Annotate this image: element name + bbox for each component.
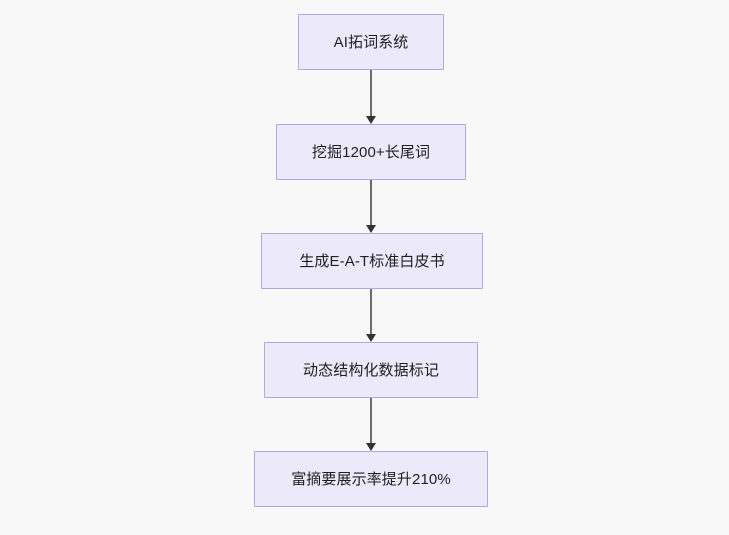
flowchart-node-1-label: AI拓词系统 [333, 33, 409, 51]
flowchart-node-3[interactable]: 生成E-A-T标准白皮书 [261, 233, 483, 289]
flowchart-node-2-label: 挖掘1200+长尾词 [311, 143, 431, 161]
edge-line [370, 398, 372, 444]
arrow-down-icon [366, 443, 376, 451]
flowchart-edge-1 [363, 70, 379, 124]
arrow-down-icon [366, 334, 376, 342]
arrow-down-icon [366, 225, 376, 233]
flowchart-edge-4 [363, 398, 379, 451]
edge-line [370, 70, 372, 117]
edge-line [370, 289, 372, 335]
flowchart-node-5-label: 富摘要展示率提升210% [291, 470, 451, 488]
flowchart-node-1[interactable]: AI拓词系统 [298, 14, 444, 70]
flowchart-node-5[interactable]: 富摘要展示率提升210% [254, 451, 488, 507]
flowchart-edge-2 [363, 180, 379, 233]
flowchart-node-2[interactable]: 挖掘1200+长尾词 [276, 124, 466, 180]
flowchart-node-4[interactable]: 动态结构化数据标记 [264, 342, 478, 398]
edge-line [370, 180, 372, 226]
flowchart-edge-3 [363, 289, 379, 342]
flowchart-node-4-label: 动态结构化数据标记 [303, 361, 439, 379]
flowchart-node-3-label: 生成E-A-T标准白皮书 [299, 252, 445, 270]
arrow-down-icon [366, 116, 376, 124]
